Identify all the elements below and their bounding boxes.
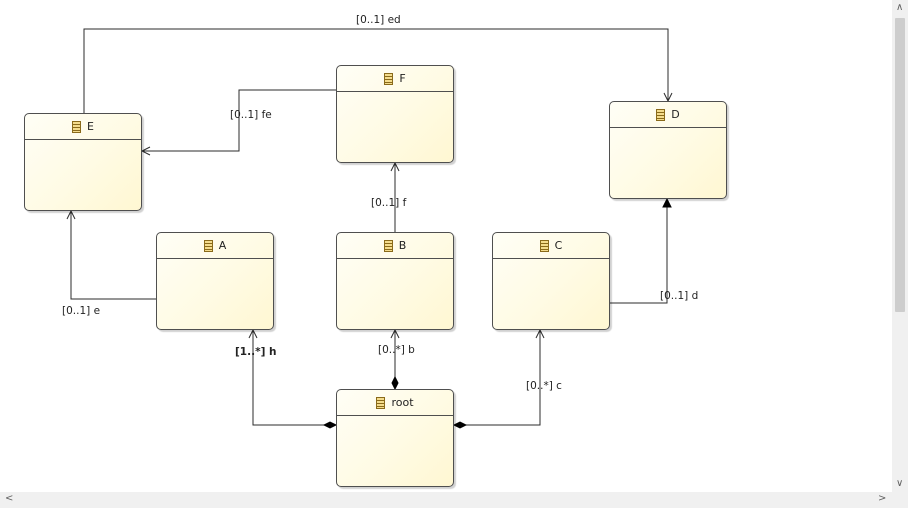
containment-diamond-icon: [452, 421, 468, 429]
class-node-label: E: [87, 120, 94, 133]
class-node-label: C: [554, 239, 563, 252]
edge-label: [0..1] fe: [230, 109, 272, 121]
arrowhead-open-icon: [140, 146, 151, 156]
horizontal-scrollbar[interactable]: < >: [0, 492, 892, 508]
class-node-label: D: [671, 108, 680, 121]
scroll-down-arrow-icon[interactable]: ∨: [896, 478, 904, 489]
edge-line: [83, 28, 669, 113]
class-node-header: A: [157, 233, 273, 259]
vertical-scrollbar[interactable]: ∧ ∨: [892, 0, 908, 492]
class-icon: [384, 72, 394, 85]
edge-line: [454, 330, 541, 426]
class-node-e[interactable]: E: [24, 113, 142, 211]
class-node-a[interactable]: A: [156, 232, 274, 330]
class-node-c[interactable]: C: [492, 232, 610, 330]
edge-line: [142, 89, 336, 152]
class-icon: [72, 120, 82, 133]
edge-root-to-a: [248, 328, 338, 429]
vertical-scroll-thumb[interactable]: [895, 18, 905, 312]
edge-label: [0..1] e: [62, 305, 101, 317]
arrowhead-open-icon: [390, 328, 400, 339]
class-node-label: root: [391, 396, 414, 409]
class-node-f[interactable]: F: [336, 65, 454, 163]
arrowhead-open-icon: [248, 328, 258, 339]
scrollbar-corner: [892, 492, 908, 508]
edge-c-to-d: [609, 197, 672, 304]
edge-label: [0..1] d: [660, 290, 699, 302]
edge-label: [0..1] ed: [356, 14, 401, 26]
class-icon: [656, 108, 666, 121]
edge-label: [1..*] h: [235, 346, 277, 358]
class-icon: [376, 396, 386, 409]
class-icon: [383, 239, 393, 252]
edge-line: [609, 199, 668, 304]
edge-label: [0..*] b: [378, 344, 415, 356]
scroll-left-arrow-icon[interactable]: <: [5, 493, 14, 504]
edge-line: [252, 330, 336, 426]
edge-label: [0..*] c: [526, 380, 562, 392]
edge-line: [70, 211, 156, 300]
scroll-right-arrow-icon[interactable]: >: [878, 493, 887, 504]
class-node-root[interactable]: root: [336, 389, 454, 487]
class-node-header: root: [337, 390, 453, 416]
class-icon: [539, 239, 549, 252]
class-node-label: A: [218, 239, 227, 252]
edge-label: [0..1] f: [371, 197, 407, 209]
class-node-d[interactable]: D: [609, 101, 727, 199]
arrowhead-open-icon: [535, 328, 545, 339]
arrowhead-open-icon: [390, 161, 400, 172]
class-node-label: F: [399, 72, 406, 85]
class-node-header: F: [337, 66, 453, 92]
edge-b-to-f: [390, 161, 400, 232]
scroll-up-arrow-icon[interactable]: ∧: [896, 2, 904, 13]
class-node-header: D: [610, 102, 726, 128]
class-node-header: C: [493, 233, 609, 259]
containment-diamond-icon: [391, 375, 399, 391]
edge-root-to-c: [452, 328, 545, 429]
class-node-label: B: [398, 239, 407, 252]
class-icon: [203, 239, 213, 252]
edge-root-to-b: [390, 328, 400, 391]
class-node-b[interactable]: B: [336, 232, 454, 330]
containment-diamond-icon: [322, 421, 338, 429]
edge-a-to-e: [66, 209, 156, 300]
edges-layer: [66, 28, 673, 429]
arrowhead-filled-icon: [662, 197, 672, 208]
class-node-header: E: [25, 114, 141, 140]
class-node-header: B: [337, 233, 453, 259]
arrowhead-open-icon: [66, 209, 76, 220]
edge-f-to-e: [140, 89, 336, 156]
